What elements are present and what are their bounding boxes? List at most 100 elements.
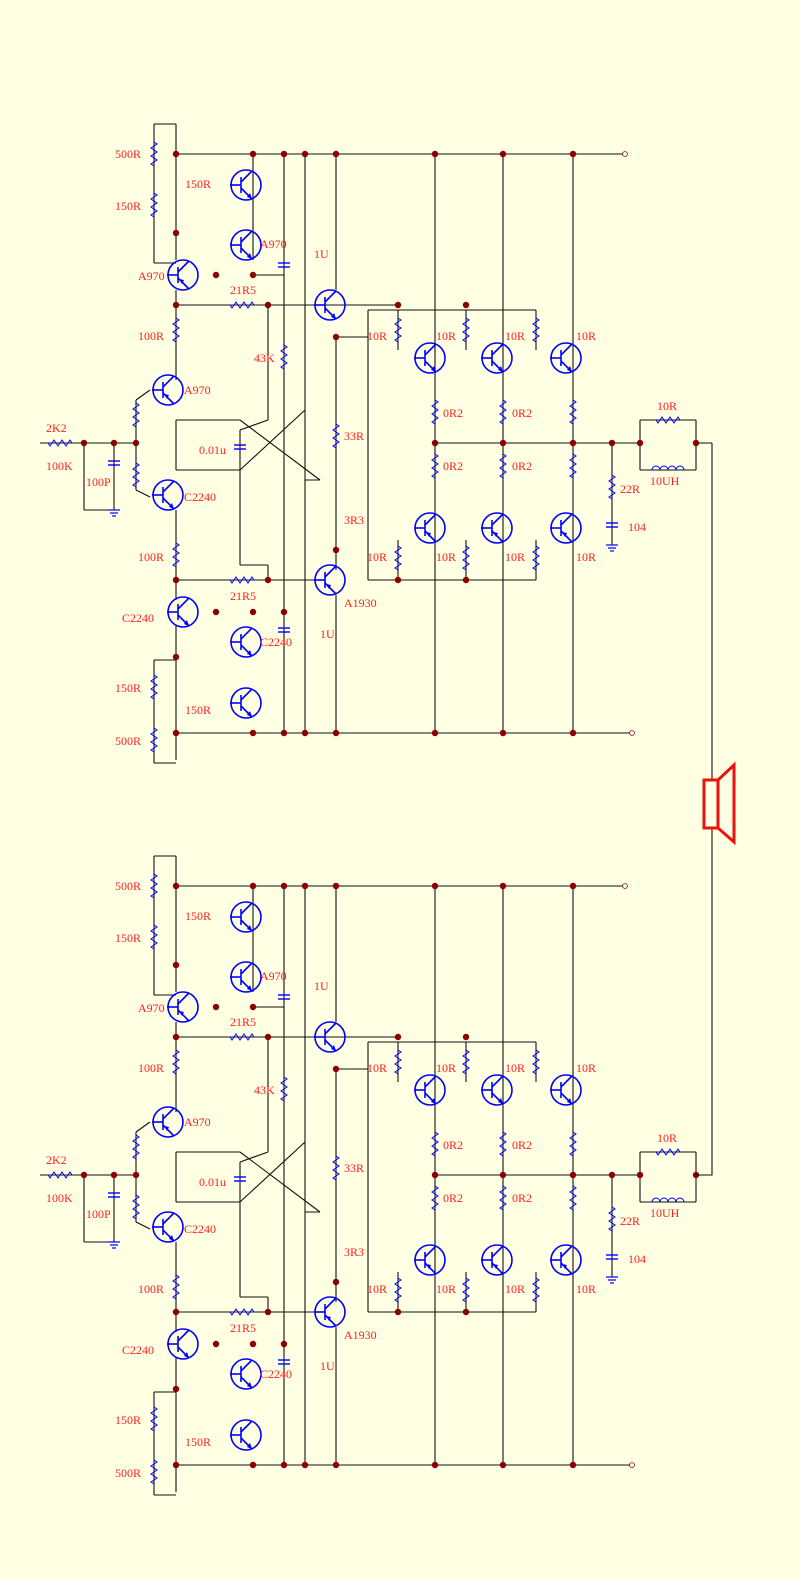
label-r100k: 100K xyxy=(46,1191,73,1205)
resistor-icon xyxy=(332,423,340,449)
label-r33: 33R xyxy=(344,1161,364,1175)
label-r100k: 100K xyxy=(46,459,73,473)
label-r21r5: 21R5 xyxy=(230,589,256,603)
junction-dot xyxy=(249,1003,257,1011)
junction-dot xyxy=(301,729,309,737)
npn-transistor-icon xyxy=(152,479,184,511)
junction-dot xyxy=(212,1003,220,1011)
label-r0r2: 0R2 xyxy=(443,459,463,473)
junction-dot xyxy=(332,1461,340,1469)
label-c2240: C2240 xyxy=(184,1222,216,1236)
pnp-transistor-icon xyxy=(550,1244,582,1276)
junction-dot xyxy=(280,882,288,890)
label-u1: 1U xyxy=(320,627,335,641)
resistor-icon xyxy=(499,453,507,479)
resistor-icon xyxy=(229,576,255,584)
resistor-icon xyxy=(569,1185,577,1211)
label-r100: 100R xyxy=(138,1061,164,1075)
resistor-icon xyxy=(172,542,180,568)
label-r21r5: 21R5 xyxy=(230,1321,256,1335)
resistor-icon xyxy=(394,1277,402,1303)
resistor-icon xyxy=(394,1049,402,1075)
junction-dot xyxy=(332,333,340,341)
junction-dot xyxy=(636,439,644,447)
label-r150: 150R xyxy=(185,703,211,717)
label-c100p: 100P xyxy=(86,475,111,489)
terminal-end xyxy=(629,730,635,736)
junction-dot xyxy=(249,1340,257,1348)
junction-dot xyxy=(569,1171,577,1179)
resistor-icon xyxy=(150,727,158,753)
junction-dot xyxy=(212,271,220,279)
label-r500: 500R xyxy=(115,1466,141,1480)
resistor-icon xyxy=(655,416,681,424)
resistor-icon xyxy=(132,462,140,488)
resistor-icon xyxy=(150,1459,158,1485)
resistor-icon xyxy=(532,1049,540,1075)
label-r10: 10R xyxy=(505,1061,525,1075)
junction-dot xyxy=(608,1171,616,1179)
terminal-end xyxy=(622,151,628,157)
resistor-icon xyxy=(150,873,158,899)
junction-dot xyxy=(332,882,340,890)
junction-dot xyxy=(394,301,402,309)
junction-dot xyxy=(172,576,180,584)
pnp-transistor-icon xyxy=(414,1244,446,1276)
junction-dot xyxy=(332,1278,340,1286)
junction-dot xyxy=(569,882,577,890)
junction-dot xyxy=(499,439,507,447)
resistor-icon xyxy=(172,1274,180,1300)
npn-transistor-icon xyxy=(414,1074,446,1106)
pnp-transistor-icon xyxy=(550,512,582,544)
junction-dot xyxy=(332,546,340,554)
pnp-transistor-icon xyxy=(414,512,446,544)
junction-dot xyxy=(264,301,272,309)
label-r43k: 43K xyxy=(254,351,275,365)
junction-dot xyxy=(636,1171,644,1179)
label-r0r2: 0R2 xyxy=(443,1138,463,1152)
label-r10: 10R xyxy=(436,1282,456,1296)
label-r3r3: 3R3 xyxy=(344,1245,364,1259)
resistor-icon xyxy=(172,1049,180,1075)
label-r2k2: 2K2 xyxy=(46,1153,67,1167)
label-r0r2: 0R2 xyxy=(512,1138,532,1152)
label-r10: 10R xyxy=(657,399,677,413)
junction-dot xyxy=(431,150,439,158)
junction-dot xyxy=(332,1065,340,1073)
npn-transistor-icon xyxy=(230,961,262,993)
label-a970: A970 xyxy=(138,1001,165,1015)
junction-dot xyxy=(499,1171,507,1179)
junction-dot xyxy=(280,150,288,158)
junction-dot xyxy=(462,301,470,309)
junction-dot xyxy=(249,729,257,737)
junction-dot xyxy=(608,439,616,447)
pnp-transistor-icon xyxy=(152,374,184,406)
npn-transistor-icon xyxy=(230,626,262,658)
resistor-icon xyxy=(462,317,470,343)
junction-dot xyxy=(394,576,402,584)
resistor-icon xyxy=(229,1308,255,1316)
junction-dot xyxy=(569,729,577,737)
resistor-icon xyxy=(150,674,158,700)
resistor-icon xyxy=(280,344,288,370)
npn-transistor-icon xyxy=(167,596,199,628)
npn-transistor-icon xyxy=(230,1358,262,1390)
junction-dot xyxy=(172,882,180,890)
resistor-icon xyxy=(229,301,255,309)
junction-dot xyxy=(431,729,439,737)
label-r10: 10R xyxy=(367,550,387,564)
pnp-transistor-icon xyxy=(481,512,513,544)
junction-dot xyxy=(172,729,180,737)
pnp-transistor-icon xyxy=(152,1106,184,1138)
junction-dot xyxy=(249,1461,257,1469)
label-c001u: 0.01u xyxy=(199,1175,226,1189)
label-r33: 33R xyxy=(344,429,364,443)
label-u1: 1U xyxy=(314,247,329,261)
label-r150: 150R xyxy=(185,177,211,191)
resistor-icon xyxy=(132,402,140,428)
label-r10: 10R xyxy=(657,1131,677,1145)
junction-dot xyxy=(280,1461,288,1469)
resistor-icon xyxy=(499,1131,507,1157)
